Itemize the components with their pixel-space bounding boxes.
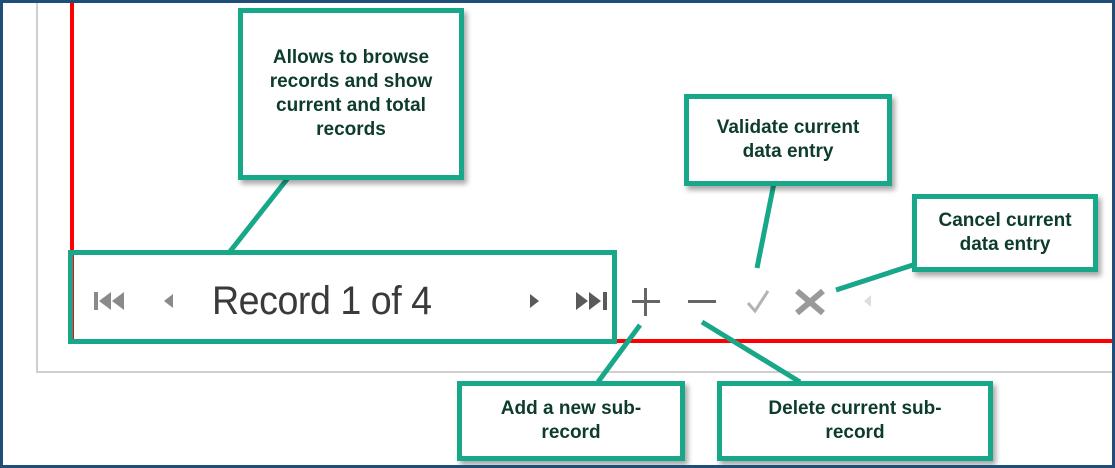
delete-subrecord-callout-text: Delete current sub-record: [768, 398, 942, 443]
delete-subrecord-callout: Delete current sub-record: [717, 381, 993, 461]
record-position-text: Record 1 of 4: [212, 279, 432, 323]
browse-records-callout: Allows to browse records and show curren…: [238, 8, 464, 180]
form-panel: [36, 3, 1115, 373]
last-record-icon[interactable]: [573, 289, 613, 318]
checkmark-icon[interactable]: [743, 285, 773, 324]
add-subrecord-callout-text: Add a new sub-record: [500, 398, 642, 443]
validate-entry-callout: Validate current data entry: [684, 94, 892, 186]
first-record-icon[interactable]: [91, 289, 127, 318]
red-guide-left: [70, 3, 74, 343]
browse-records-callout-text: Allows to browse records and show curren…: [269, 47, 433, 140]
x-icon[interactable]: [791, 285, 831, 324]
plus-icon[interactable]: [629, 280, 663, 325]
cancel-entry-callout: Cancel current data entry: [912, 194, 1098, 272]
previous-record-icon[interactable]: [159, 289, 177, 318]
add-subrecord-callout: Add a new sub-record: [457, 381, 685, 461]
next-record-icon[interactable]: [526, 289, 544, 318]
cancel-entry-callout-text: Cancel current data entry: [938, 210, 1072, 255]
record-navigator: Record 1 of 4: [81, 275, 881, 331]
browse-controls-highlight: [68, 250, 617, 344]
validate-entry-callout-text: Validate current data entry: [716, 117, 860, 162]
minus-icon[interactable]: [685, 280, 719, 325]
left-arrow-icon: [859, 289, 877, 318]
